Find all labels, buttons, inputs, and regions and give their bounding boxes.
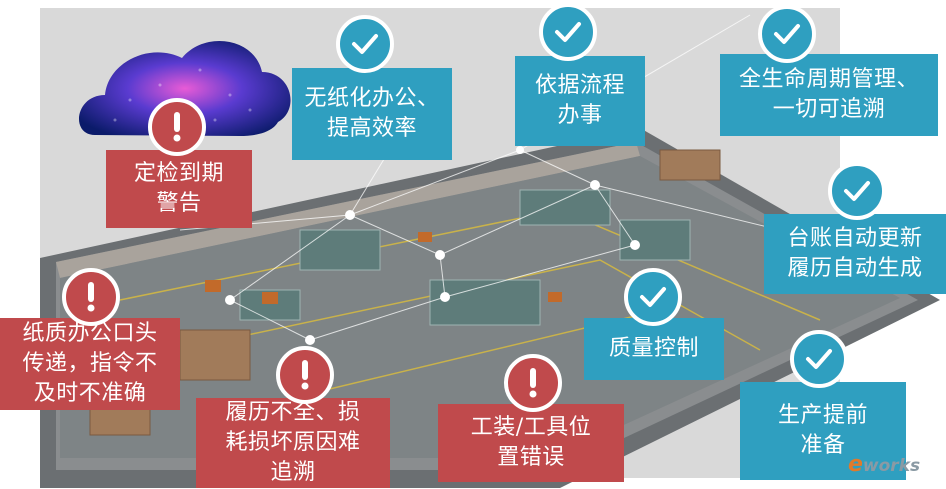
checkmark-icon xyxy=(790,330,848,388)
eworks-watermark-logo: eworks xyxy=(848,452,921,477)
checkmark-icon xyxy=(828,162,886,220)
problem-box-tooling-misplaced: 工装/工具位 置错误 xyxy=(438,404,624,482)
solution-box-lifecycle: 全生命周期管理、 一切可追溯 xyxy=(720,54,938,136)
checkmark-icon xyxy=(758,5,816,63)
exclamation-icon xyxy=(62,268,120,326)
exclamation-icon xyxy=(504,354,562,412)
exclamation-icon xyxy=(276,346,334,404)
exclamation-icon xyxy=(148,98,206,156)
checkmark-icon xyxy=(539,3,597,61)
problem-box-inspection-warning: 定检到期 警告 xyxy=(106,150,252,228)
checkmark-icon xyxy=(336,15,394,73)
solution-box-paperless: 无纸化办公、 提高效率 xyxy=(292,68,452,160)
problem-box-incomplete-history: 履历不全、损 耗损坏原因难 追溯 xyxy=(196,398,390,488)
checkmark-icon xyxy=(624,268,682,326)
solution-box-process: 依据流程 办事 xyxy=(515,56,645,146)
solution-box-ledger: 台账自动更新 履历自动生成 xyxy=(764,214,946,294)
problem-box-paper-office: 纸质办公口头 传递，指令不 及时不准确 xyxy=(0,318,180,410)
solution-box-production-prep: 生产提前 准备 xyxy=(740,382,906,480)
solution-box-quality: 质量控制 xyxy=(584,318,724,380)
